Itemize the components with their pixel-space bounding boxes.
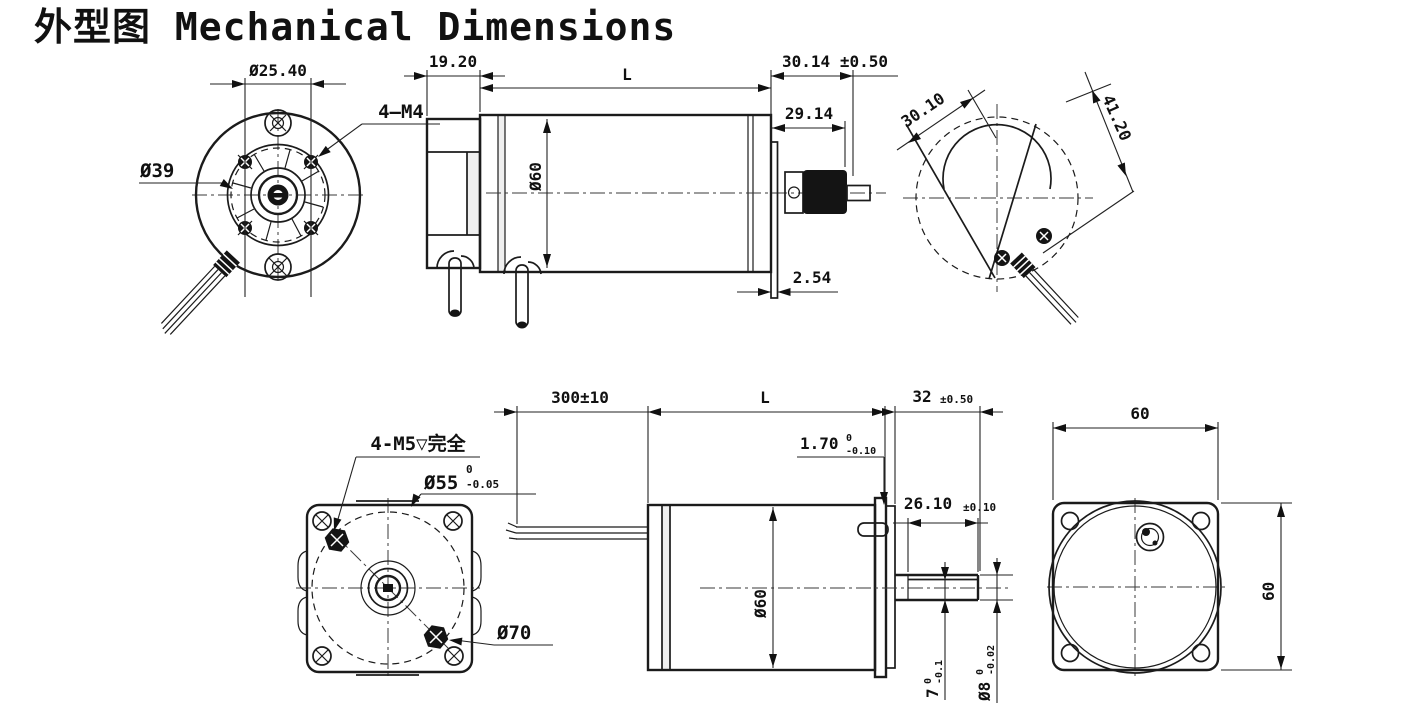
dim-side-body-dia: Ø60 — [526, 162, 545, 192]
boss-tab-icon — [857, 522, 889, 537]
dim-shaft-dia: Ø8 — [975, 682, 994, 702]
dim-front-body-dia: Ø39 — [139, 160, 174, 182]
dim-shaft-flat-tol-lower: -0.1 — [934, 660, 945, 684]
view-side-bottom: Ø60 300±10 L 32 ±0.50 — [494, 387, 1013, 703]
wire-bundle-icon — [160, 250, 240, 335]
side-wires-icon — [436, 250, 542, 329]
dim-boss-tol-upper: 0 — [846, 433, 852, 444]
view-rear-square: 60 60 — [1047, 404, 1292, 676]
dim-flange-bolt-circle: Ø70 — [496, 622, 531, 644]
dim-pilot-dia: Ø55 — [423, 472, 458, 494]
flange-corner-holes-icon — [312, 511, 464, 666]
dim-flange-width: 60 — [1130, 404, 1149, 423]
dim-shaft-dia-tol-upper: 0 — [975, 669, 986, 675]
dim-wire-length: 300±10 — [551, 388, 609, 407]
dim-rear-cap-length: 19.20 — [429, 52, 477, 71]
view-front-square: 4-M5▽完全 Ø55 0 -0.05 Ø70 — [296, 432, 553, 678]
dim-front-assembly-length: 30.14 ±0.50 — [782, 52, 888, 71]
label-front-mount-holes: 4—M4 — [378, 101, 424, 123]
page-title: 外型图 Mechanical Dimensions — [34, 5, 677, 49]
view-rear-round: 30.10 41.20 — [896, 71, 1135, 325]
view-front-round: Ø25.40 Ø39 4—M4 — [139, 61, 440, 335]
hex-screw-icon — [324, 528, 350, 552]
label-flange-mount-holes: 4-M5▽完全 — [370, 432, 466, 455]
dim-body-length: L — [622, 65, 632, 84]
dim-front-length: 32 — [912, 387, 931, 406]
top-screw-hole-icon — [264, 109, 292, 137]
bottom-screw-hole-icon — [264, 253, 292, 281]
pinion-gear-icon — [803, 170, 847, 214]
dim-rear-cut-width: 30.10 — [898, 89, 949, 132]
dim-gear-length: 29.14 — [785, 104, 833, 123]
output-shaft-icon — [895, 573, 980, 602]
dim-pilot-tol-upper: 0 — [466, 463, 473, 476]
connector-detail-icon — [1135, 522, 1165, 552]
dim-flange-height: 60 — [1259, 582, 1278, 601]
dim-boss-height: 1.70 — [800, 434, 839, 453]
dim-shaft-flat-tol-upper: 0 — [923, 678, 934, 684]
dim-front-bolt-circle: Ø25.40 — [248, 61, 307, 80]
dim-shaft-dia-tol-lower: -0.02 — [986, 645, 997, 675]
dim-front-length-tol: ±0.50 — [940, 393, 973, 406]
dim-shaft-length-tol: ±0.10 — [963, 501, 996, 514]
dim-pilot-tol-lower: -0.05 — [466, 478, 499, 491]
dim-shaft-length: 26.10 — [904, 494, 952, 513]
rear-cable-icon — [1010, 252, 1079, 325]
lead-wires-icon — [505, 522, 648, 540]
hex-screw-icon — [423, 625, 449, 649]
dim-plate-thickness: 2.54 — [793, 268, 832, 287]
dim-boss-tol-lower: -0.10 — [846, 446, 876, 457]
view-side-top: Ø60 19.20 L 30.14 ±0.50 — [404, 52, 898, 329]
dim-shaft-flat: 7 — [923, 688, 942, 698]
dim-gear-body-length: L — [760, 388, 770, 407]
dim-gear-body-dia: Ø60 — [751, 589, 770, 619]
